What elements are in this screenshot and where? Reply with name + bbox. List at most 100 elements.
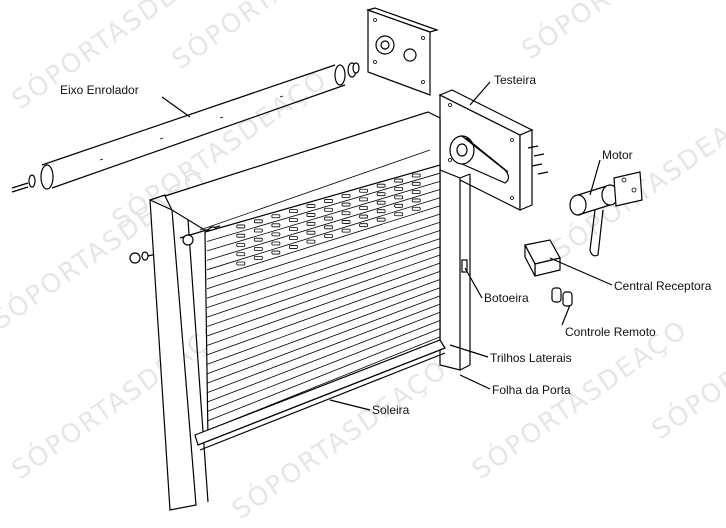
door-slat bbox=[206, 213, 441, 290]
vent-slot bbox=[289, 245, 298, 249]
leader-central bbox=[549, 257, 613, 286]
vent-slot bbox=[394, 212, 404, 217]
vent-slot bbox=[359, 197, 368, 202]
label-testeira: Testeira bbox=[494, 73, 536, 87]
vent-slot bbox=[236, 233, 246, 238]
leader-eixo bbox=[161, 96, 191, 118]
vent-slot bbox=[253, 237, 263, 242]
door-curtain bbox=[204, 164, 441, 441]
vent-slot bbox=[411, 181, 421, 186]
vent-slot bbox=[341, 202, 351, 207]
vent-slot bbox=[376, 200, 386, 205]
vent-slot bbox=[271, 214, 281, 219]
vent-slot bbox=[253, 228, 263, 233]
vent-slot bbox=[394, 178, 404, 183]
label-trilhos-laterais: Trilhos Laterais bbox=[490, 351, 572, 365]
vent-slot bbox=[394, 187, 404, 191]
vent-slot bbox=[306, 213, 316, 217]
label-eixo-enrolador: Eixo Enrolador bbox=[60, 83, 139, 97]
vent-slot bbox=[306, 230, 316, 235]
remote-controls bbox=[551, 287, 573, 307]
vent-slot bbox=[341, 220, 351, 224]
door-slat bbox=[206, 180, 441, 252]
vent-slot bbox=[376, 183, 386, 188]
vent-slot bbox=[359, 223, 368, 228]
door-slat bbox=[206, 254, 441, 337]
vent-slot bbox=[306, 239, 316, 244]
label-soleira: Soleira bbox=[372, 403, 410, 417]
vent-slot bbox=[253, 256, 263, 260]
roller-axle bbox=[11, 62, 360, 193]
door-slat bbox=[206, 230, 441, 309]
vent-slot bbox=[394, 203, 404, 208]
vent-slot bbox=[289, 227, 298, 232]
watermark-7: SÓPORTASDEAÇO bbox=[6, 313, 234, 486]
door-slat bbox=[206, 197, 441, 271]
vent-slot bbox=[359, 188, 368, 193]
door-slat bbox=[206, 287, 441, 375]
leader-controle bbox=[561, 304, 571, 326]
bottom-sill bbox=[194, 339, 446, 451]
leader-botoeira bbox=[464, 267, 483, 299]
label-folha-da-porta: Folha da Porta bbox=[492, 383, 571, 397]
vent-slot bbox=[324, 234, 333, 239]
door-slat bbox=[206, 311, 441, 403]
vent-slot bbox=[236, 224, 246, 229]
door-slat bbox=[206, 320, 441, 413]
vent-slot bbox=[324, 199, 333, 203]
vent-slot bbox=[289, 236, 298, 240]
vent-slot bbox=[411, 198, 421, 203]
vent-slot bbox=[411, 206, 421, 211]
vent-slot bbox=[411, 173, 421, 178]
door-slat bbox=[206, 328, 441, 422]
label-motor: Motor bbox=[602, 148, 633, 162]
watermark-5: SÓPORTASDEAÇO bbox=[0, 163, 214, 336]
vent-slot bbox=[376, 209, 386, 214]
watermark-3: SÓPORTASDEAÇO bbox=[516, 0, 726, 66]
vent-slot bbox=[341, 193, 351, 198]
vent-slot bbox=[253, 246, 263, 251]
top-bracket bbox=[366, 7, 439, 96]
vent-slot bbox=[376, 217, 386, 222]
door-slat bbox=[206, 205, 441, 280]
right-side-rail bbox=[439, 169, 471, 371]
door-slat bbox=[206, 189, 441, 261]
vent-slot bbox=[359, 206, 368, 210]
vent-slot bbox=[253, 219, 263, 224]
vent-slot bbox=[394, 195, 404, 200]
vent-slot bbox=[289, 218, 298, 223]
label-central-receptora: Central Receptora bbox=[614, 279, 712, 293]
door-slat bbox=[206, 246, 441, 327]
leader-trilhos bbox=[449, 344, 489, 358]
watermark-2: SÓPORTASDEAÇO bbox=[166, 0, 394, 76]
leader-motor bbox=[589, 159, 601, 196]
door-slat bbox=[206, 238, 441, 318]
vent-slot bbox=[271, 250, 281, 255]
door-slat bbox=[206, 270, 441, 356]
vent-slot bbox=[411, 190, 421, 195]
vent-slot bbox=[376, 192, 386, 197]
vent-slot bbox=[306, 204, 316, 208]
vent-slot bbox=[341, 228, 351, 233]
door-slat bbox=[206, 295, 441, 384]
leader-soleira bbox=[329, 399, 371, 411]
door-slat bbox=[206, 262, 441, 346]
leader-lines bbox=[161, 81, 613, 411]
vent-slot bbox=[306, 221, 316, 226]
vent-slot bbox=[271, 232, 281, 237]
motor bbox=[569, 171, 643, 257]
label-controle-remoto: Controle Remoto bbox=[565, 325, 656, 339]
right-bracket-testeira bbox=[438, 89, 534, 211]
vent-slot bbox=[341, 211, 351, 216]
leader-folha bbox=[459, 374, 491, 390]
door-slat bbox=[206, 279, 441, 365]
vent-slot bbox=[324, 216, 333, 221]
door-slat bbox=[206, 172, 441, 242]
vent-slot bbox=[236, 243, 246, 247]
vent-slot bbox=[289, 209, 298, 214]
vent-slot bbox=[324, 207, 333, 212]
leader-testeira bbox=[469, 81, 491, 106]
vent-slot bbox=[359, 214, 368, 219]
label-botoeira: Botoeira bbox=[484, 291, 529, 305]
